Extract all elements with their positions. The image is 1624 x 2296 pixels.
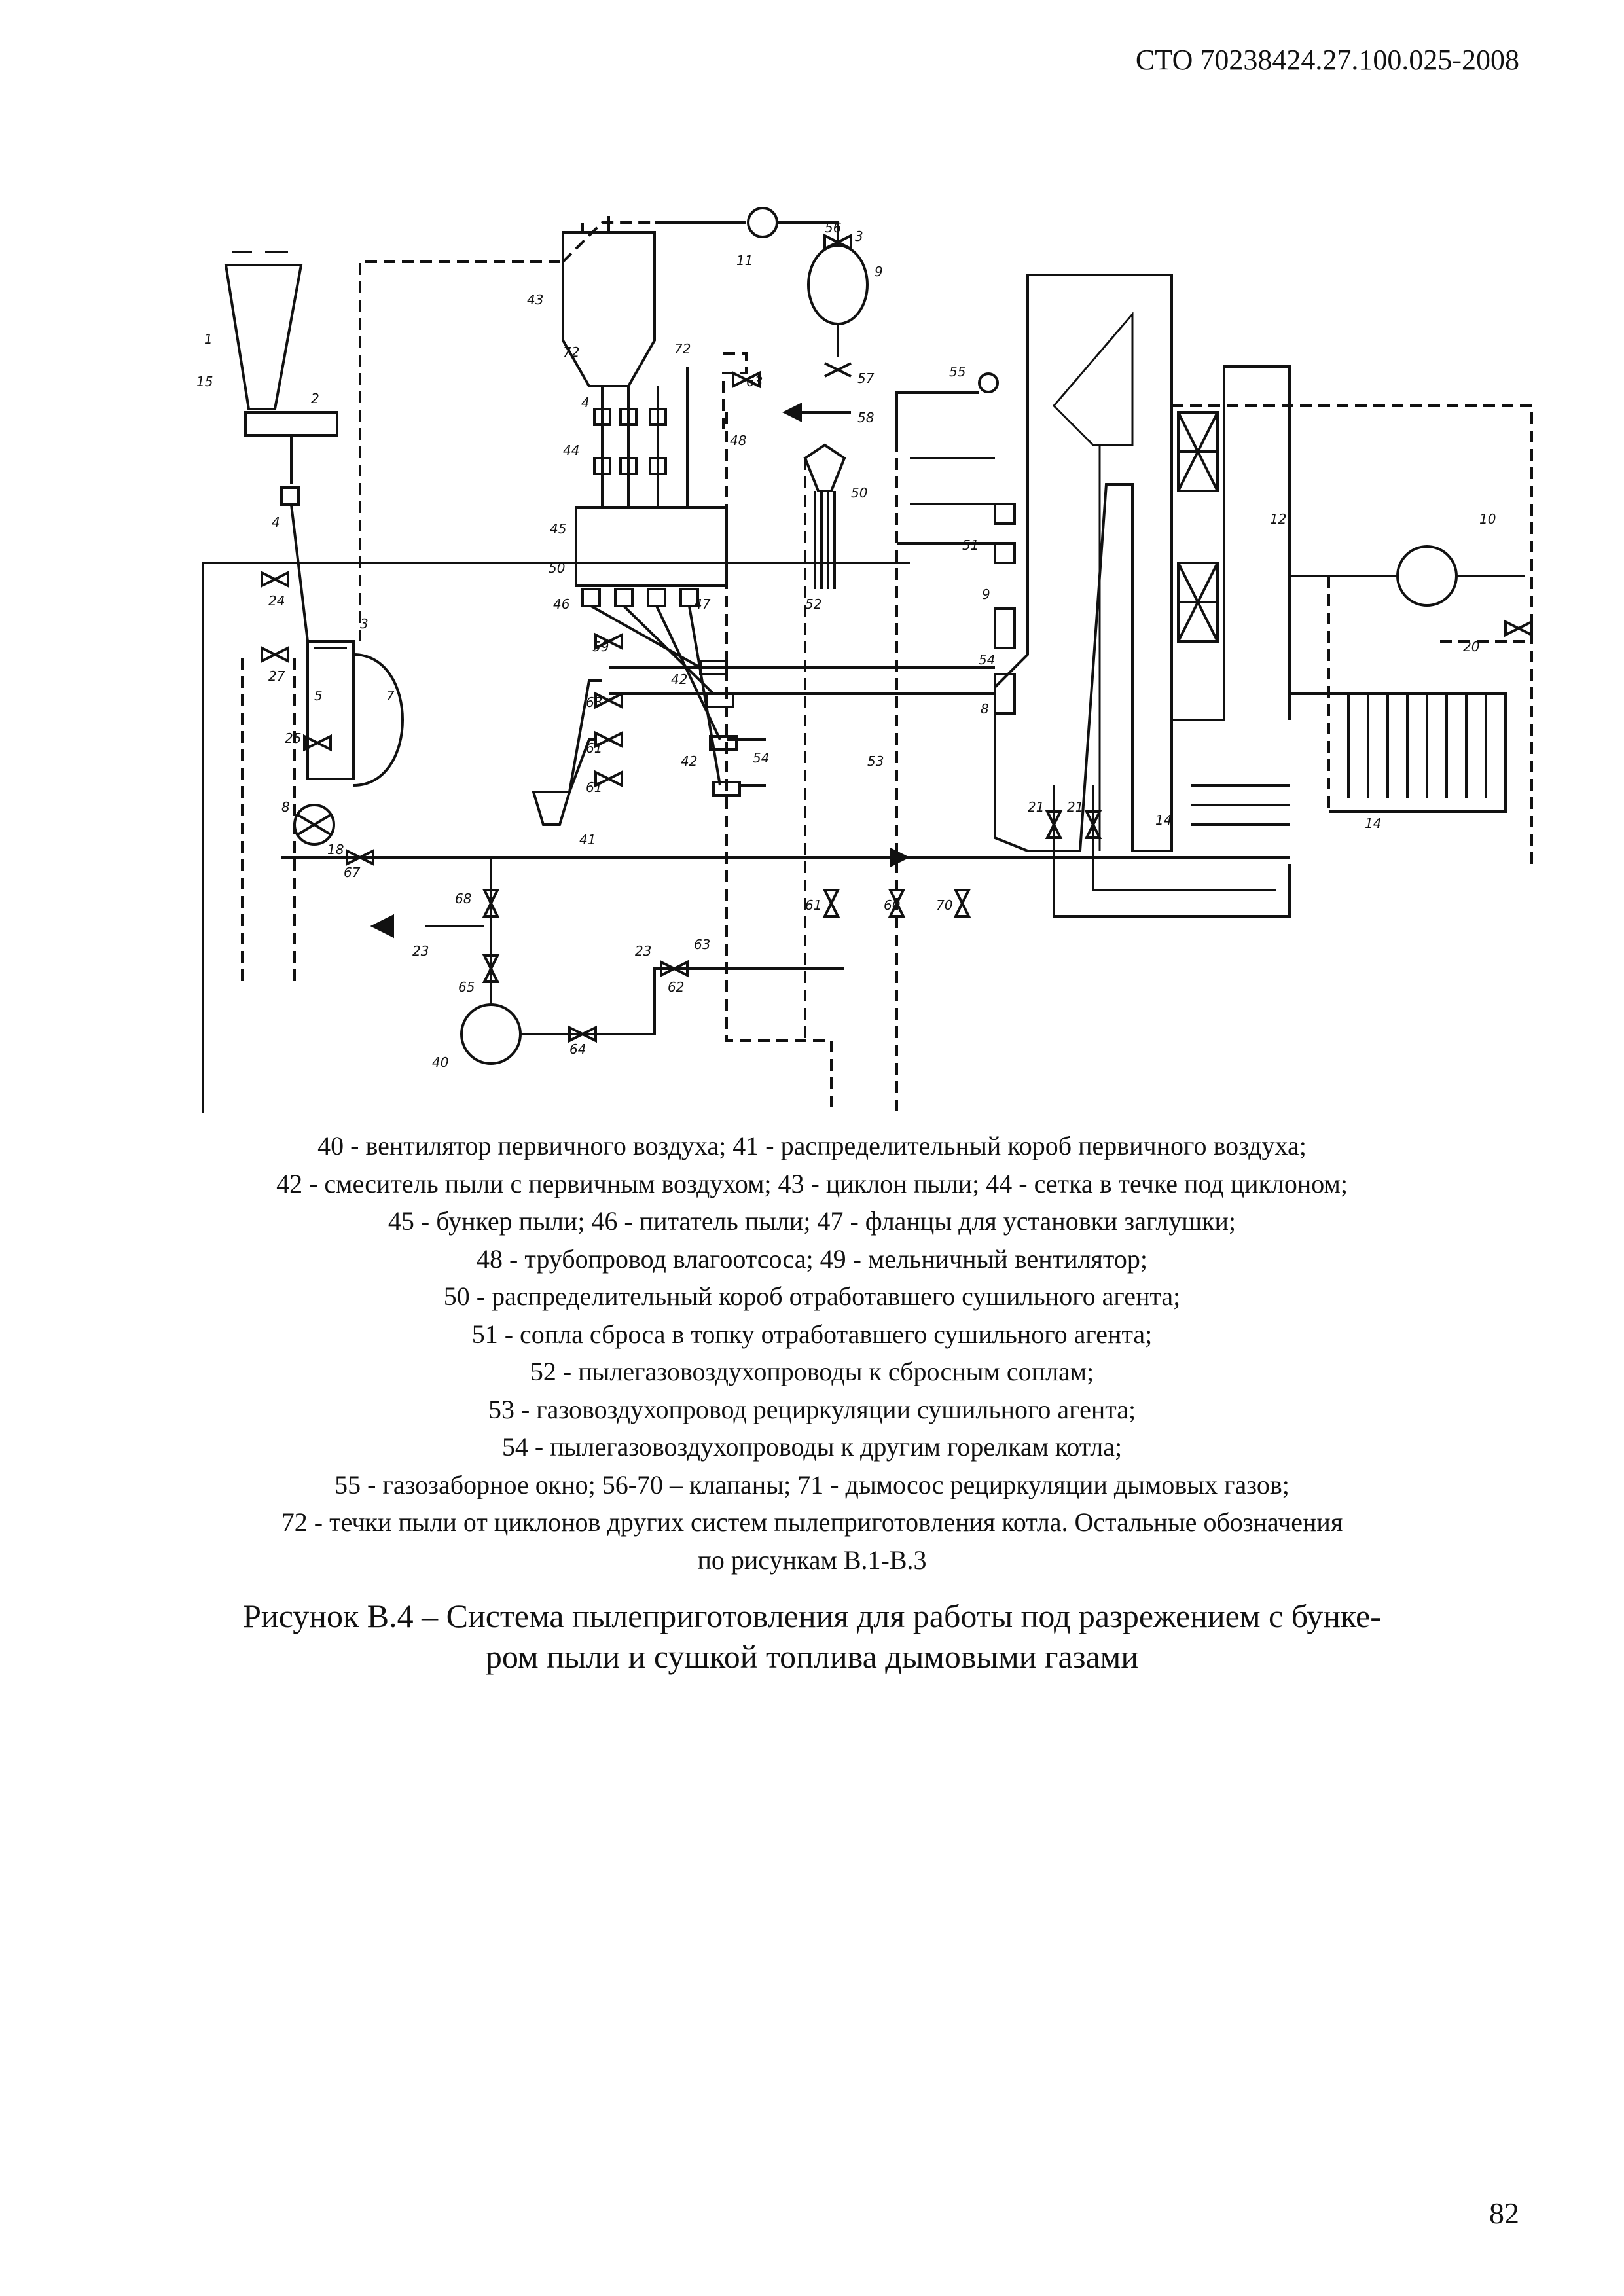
label-52: 52: [805, 596, 821, 612]
page-number: 82: [1489, 2197, 1519, 2230]
pulverization-system-diagram: 1 2 3 3 4 4 5 7 8 8 9 9 10 11 12 14 14 1…: [196, 207, 1533, 1113]
label-9b: 9: [982, 586, 990, 602]
label-41: 41: [579, 832, 596, 848]
label-54b: 54: [979, 652, 995, 668]
boiler-furnace: [994, 274, 1173, 852]
label-67: 67: [344, 865, 361, 880]
label-70: 70: [936, 897, 952, 913]
label-60: 60: [884, 897, 900, 913]
label-23a: 23: [412, 943, 429, 959]
primary-air-fan: [460, 1003, 522, 1065]
label-45: 45: [550, 521, 566, 537]
label-57: 57: [857, 370, 875, 386]
legend-line: 48 - трубопровод влагоотсоса; 49 - мельн…: [477, 1244, 1147, 1274]
legend-line: 50 - распределительный короб отработавше…: [443, 1282, 1181, 1311]
cyclone-exhaust-fan: [747, 207, 778, 238]
label-3: 3: [360, 616, 369, 632]
label-15: 15: [196, 374, 213, 389]
legend-line: 40 - вентилятор первичного воздуха; 41 -…: [317, 1131, 1307, 1160]
label-1: 1: [204, 331, 213, 347]
legend-line: 54 - пылегазовоздухопроводы к другим гор…: [501, 1432, 1123, 1462]
label-43: 43: [527, 292, 543, 308]
label-56: 56: [825, 220, 841, 236]
label-4a: 4: [272, 514, 280, 530]
label-63a: 63: [746, 374, 763, 389]
label-42b: 42: [681, 753, 697, 769]
legend-line: 52 - пылегазовоздухопроводы к сбросным с…: [530, 1357, 1094, 1386]
label-50b: 50: [851, 485, 867, 501]
damper-valves: [261, 233, 1533, 1043]
label-63c: 63: [694, 937, 710, 952]
raw-coal-bunker: [224, 251, 303, 410]
label-55: 55: [949, 364, 965, 380]
air-heater: [1170, 275, 1291, 721]
label-53: 53: [867, 753, 884, 769]
label-5: 5: [314, 688, 323, 704]
label-4b: 4: [581, 395, 590, 410]
label-20: 20: [1463, 639, 1479, 655]
legend-line: 51 - сопла сброса в топку отработавшего …: [471, 1319, 1153, 1349]
label-61c: 61: [805, 897, 821, 913]
label-9a: 9: [875, 264, 883, 279]
label-63b: 63: [586, 694, 602, 710]
legend-line: 72 - течки пыли от циклонов других систе…: [281, 1507, 1343, 1537]
label-3b: 3: [855, 228, 863, 244]
label-40: 40: [432, 1054, 448, 1070]
label-62: 62: [668, 979, 684, 995]
caption-line: ром пыли и сушкой топлива дымовыми газам…: [485, 1638, 1139, 1675]
label-18: 18: [327, 842, 344, 857]
label-27: 27: [268, 668, 285, 684]
legend-line: по рисункам В.1-В.3: [697, 1545, 927, 1575]
label-59: 59: [592, 639, 609, 655]
label-54a: 54: [753, 750, 769, 766]
coal-feeder: [244, 411, 338, 437]
label-24: 24: [268, 593, 285, 609]
figure-caption: Рисунок В.4 – Система пылеприготовления …: [131, 1596, 1493, 1677]
label-72a: 72: [563, 344, 579, 360]
label-21a: 21: [1028, 799, 1044, 815]
label-64: 64: [569, 1041, 586, 1057]
document-code: СТО 70238424.27.100.025-2008: [1135, 44, 1519, 76]
label-46: 46: [553, 596, 569, 612]
label-50a: 50: [549, 560, 565, 576]
legend-line: 45 - бункер пыли; 46 - питатель пыли; 47…: [388, 1206, 1236, 1236]
label-48: 48: [730, 433, 746, 448]
figure-legend: 40 - вентилятор первичного воздуха; 41 -…: [131, 1127, 1493, 1579]
label-58: 58: [857, 410, 874, 425]
label-61b: 61: [586, 780, 602, 795]
label-51: 51: [962, 537, 979, 553]
mill-assembly: [293, 640, 404, 846]
label-8b: 8: [981, 701, 989, 717]
label-61a: 61: [586, 740, 602, 756]
label-65: 65: [458, 979, 475, 995]
label-47: 47: [694, 596, 711, 612]
label-42a: 42: [671, 672, 687, 687]
label-14b: 14: [1365, 816, 1381, 831]
label-25: 25: [285, 730, 301, 746]
dust-bunker: [575, 506, 728, 587]
caption-line: Рисунок В.4 – Система пылеприготовления …: [243, 1598, 1381, 1634]
label-11: 11: [736, 253, 753, 268]
label-7: 7: [386, 688, 395, 704]
label-10: 10: [1479, 511, 1496, 527]
label-14a: 14: [1155, 812, 1172, 828]
label-12: 12: [1270, 511, 1286, 527]
label-72b: 72: [674, 341, 691, 357]
label-2: 2: [311, 391, 319, 406]
label-68: 68: [455, 891, 471, 906]
label-23b: 23: [635, 943, 651, 959]
legend-line: 42 - смеситель пыли с первичным воздухом…: [276, 1168, 1348, 1198]
label-44: 44: [563, 442, 579, 458]
legend-line: 53 - газовоздухопровод рециркуляции суши…: [488, 1394, 1136, 1424]
label-21b: 21: [1067, 799, 1083, 815]
dust-cyclone: [562, 216, 656, 387]
hot-air-fan: [1396, 545, 1458, 607]
label-8a: 8: [281, 799, 290, 815]
legend-line: 55 - газозаборное окно; 56-70 – клапаны;…: [334, 1469, 1290, 1499]
